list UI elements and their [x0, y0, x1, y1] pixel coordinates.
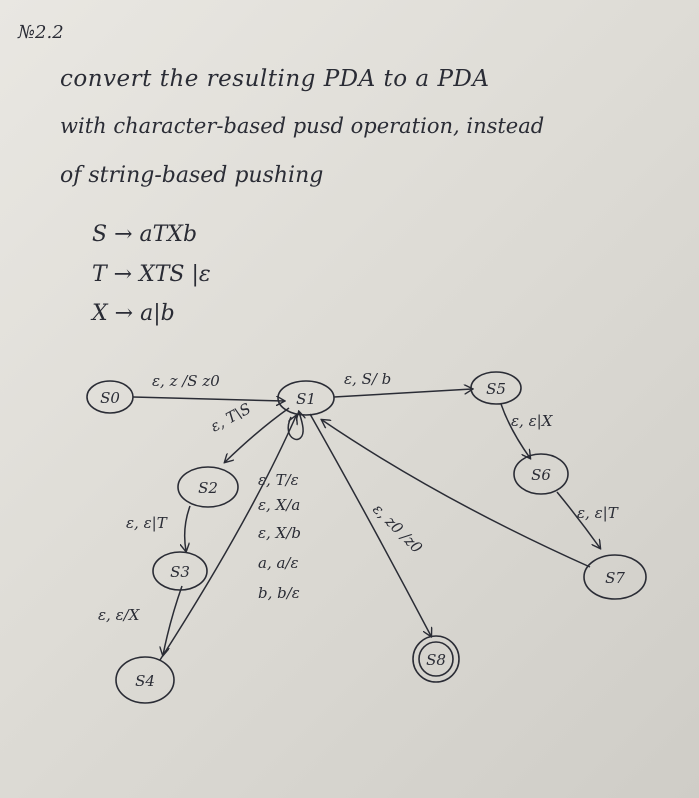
state-label-s7: S7 [605, 569, 625, 587]
label-s1-s2: ε, T\S [207, 399, 253, 435]
state-label-s8: S8 [426, 651, 446, 669]
label-s5-s6: ε, ε|X [511, 412, 554, 430]
edge-s1-s2 [225, 407, 290, 462]
state-s8-accept-ring [418, 641, 454, 677]
state-label-s2: S2 [198, 479, 218, 497]
edge-s1-s5 [333, 389, 472, 398]
edge-s1-loop [287, 412, 303, 440]
state-label-s1: S1 [296, 390, 316, 408]
grammar-rule-s: S → aTXb [92, 222, 198, 247]
state-s7 [583, 554, 647, 600]
state-label-s0: S0 [100, 389, 120, 407]
edge-s0-s1 [132, 397, 284, 401]
label-s1-s8: ε, z0 /z0 [369, 500, 426, 557]
label-s1-s5: ε, S/ b [344, 370, 391, 388]
state-s2 [177, 466, 239, 508]
edge-s2-s3 [185, 505, 191, 551]
label-s3-s4: ε, ε/X [98, 606, 141, 624]
loop-label-1: ε, T/ε [258, 471, 299, 489]
problem-line-1: convert the resulting PDA to a PDA [60, 66, 490, 92]
label-s0-s1: ε, z /S z0 [152, 372, 220, 390]
state-s6 [513, 453, 569, 495]
loop-label-3: ε, X/b [258, 524, 301, 542]
grammar-rule-t: T → XTS |ε [92, 262, 211, 287]
state-s4 [115, 656, 175, 704]
loop-label-5: b, b/ε [258, 584, 300, 602]
edge-s5-s6 [500, 403, 530, 458]
state-label-s3: S3 [170, 563, 190, 581]
state-label-s5: S5 [486, 380, 506, 398]
edge-s6-s7 [556, 491, 600, 548]
grammar-rule-x: X → a|b [92, 301, 175, 326]
loop-label-4: a, a/ε [258, 554, 299, 572]
state-s1 [277, 380, 335, 416]
state-label-s6: S6 [531, 466, 551, 484]
edge-s4-s1 [159, 416, 296, 661]
label-s6-s7: ε, ε|T [577, 504, 619, 522]
exercise-number: №2.2 [18, 22, 64, 43]
loop-label-2: ε, X/a [258, 496, 300, 514]
problem-line-3: of string-based pushing [60, 163, 324, 188]
label-s2-s3: ε, ε|T [126, 514, 168, 532]
state-s5 [470, 371, 522, 405]
edge-s3-s4 [163, 585, 183, 655]
state-s3 [152, 551, 208, 591]
edge-s7-s1 [322, 420, 591, 568]
state-s0 [86, 380, 134, 414]
state-s8 [412, 635, 460, 683]
edge-s1-s8 [309, 413, 431, 636]
problem-line-2: with character-based pusd operation, ins… [60, 114, 545, 138]
state-label-s4: S4 [135, 672, 155, 690]
